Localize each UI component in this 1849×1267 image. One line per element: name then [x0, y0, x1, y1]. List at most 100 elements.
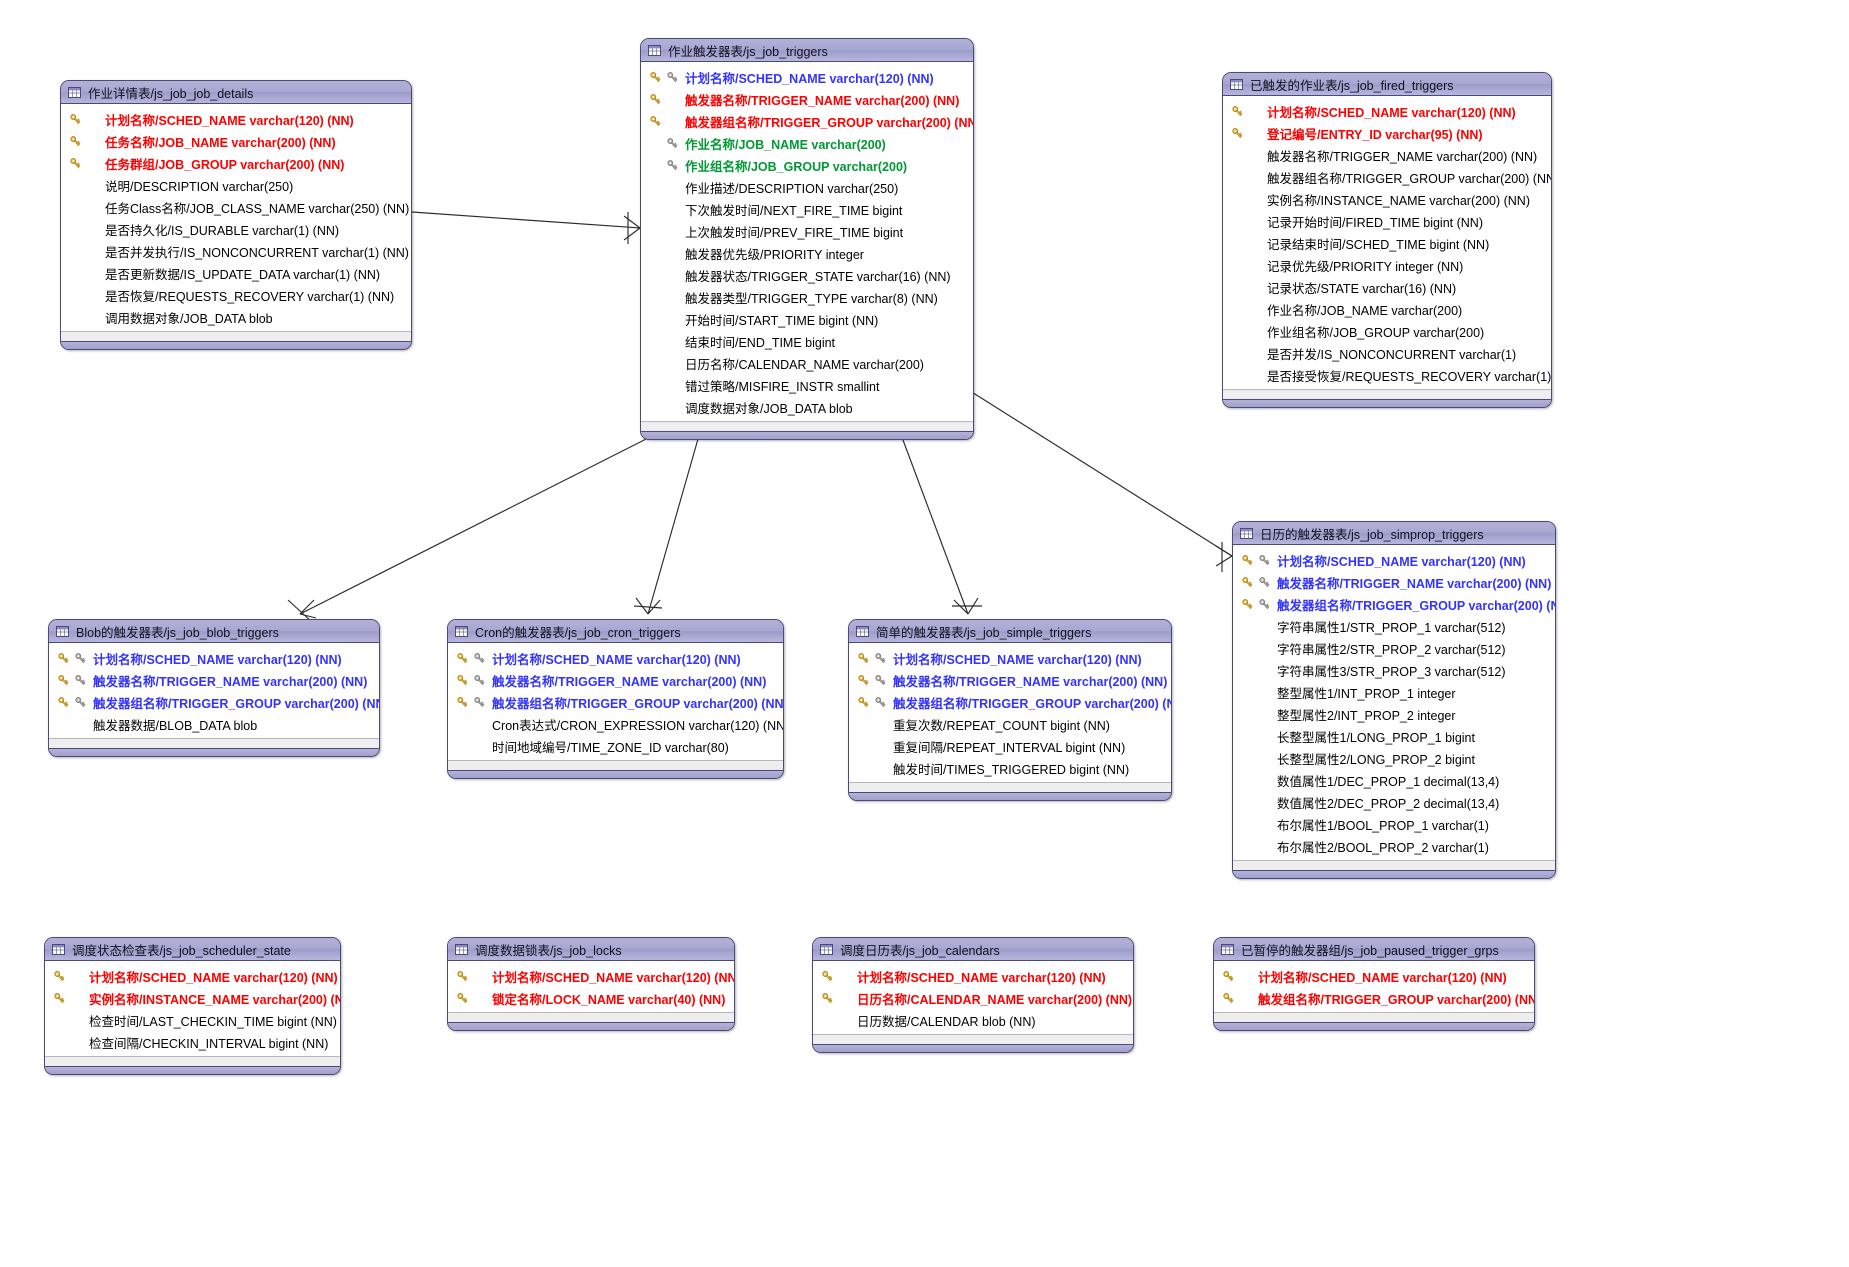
entity-js_job_triggers[interactable]: 作业触发器表/js_job_triggers 计划名称/SCHED_NAME va… [640, 38, 974, 440]
attribute-row[interactable]: 触发器名称/TRIGGER_NAME varchar(200) (NN) [641, 88, 973, 110]
attribute-row[interactable]: 作业组名称/JOB_GROUP varchar(200) [641, 154, 973, 176]
attribute-row[interactable]: 下次触发时间/NEXT_FIRE_TIME bigint [641, 198, 973, 220]
attribute-row[interactable]: 作业组名称/JOB_GROUP varchar(200) [1223, 320, 1551, 342]
attribute-row[interactable]: 字符串属性1/STR_PROP_1 varchar(512) [1233, 615, 1555, 637]
attribute-row[interactable]: 触发组名称/TRIGGER_GROUP varchar(200) (NN) [1214, 987, 1534, 1009]
attribute-row[interactable]: 整型属性2/INT_PROP_2 integer [1233, 703, 1555, 725]
attribute-row[interactable]: 计划名称/SCHED_NAME varchar(120) (NN) [448, 965, 734, 987]
attribute-row[interactable]: 计划名称/SCHED_NAME varchar(120) (NN) [849, 647, 1171, 669]
attribute-row[interactable]: 日历名称/CALENDAR_NAME varchar(200) (NN) [813, 987, 1133, 1009]
attribute-row[interactable]: 时间地域编号/TIME_ZONE_ID varchar(80) [448, 735, 783, 757]
attribute-row[interactable]: 记录优先级/PRIORITY integer (NN) [1223, 254, 1551, 276]
entity-js_job_cron_triggers[interactable]: Cron的触发器表/js_job_cron_triggers 计划名称/SCHED… [447, 619, 784, 779]
attribute-row[interactable]: 重复间隔/REPEAT_INTERVAL bigint (NN) [849, 735, 1171, 757]
attribute-row[interactable]: 重复次数/REPEAT_COUNT bigint (NN) [849, 713, 1171, 735]
attribute-row[interactable]: 任务名称/JOB_NAME varchar(200) (NN) [61, 130, 411, 152]
attribute-row[interactable]: 登记编号/ENTRY_ID varchar(95) (NN) [1223, 122, 1551, 144]
attribute-row[interactable]: 数值属性2/DEC_PROP_2 decimal(13,4) [1233, 791, 1555, 813]
entity-header-js_job_scheduler_state[interactable]: 调度状态检查表/js_job_scheduler_state [45, 938, 340, 961]
attribute-row[interactable]: 触发器组名称/TRIGGER_GROUP varchar(200) (NN) [641, 110, 973, 132]
attribute-row[interactable]: 计划名称/SCHED_NAME varchar(120) (NN) [45, 965, 340, 987]
attribute-row[interactable]: 是否接受恢复/REQUESTS_RECOVERY varchar(1) [1223, 364, 1551, 386]
attribute-row[interactable]: 调用数据对象/JOB_DATA blob [61, 306, 411, 328]
entity-js_job_calendars[interactable]: 调度日历表/js_job_calendars 计划名称/SCHED_NAME va… [812, 937, 1134, 1053]
attribute-row[interactable]: 上次触发时间/PREV_FIRE_TIME bigint [641, 220, 973, 242]
attribute-row[interactable]: 日历名称/CALENDAR_NAME varchar(200) [641, 352, 973, 374]
attribute-row[interactable]: 作业描述/DESCRIPTION varchar(250) [641, 176, 973, 198]
attribute-row[interactable]: 错过策略/MISFIRE_INSTR smallint [641, 374, 973, 396]
attribute-row[interactable]: 是否恢复/REQUESTS_RECOVERY varchar(1) (NN) [61, 284, 411, 306]
attribute-row[interactable]: 触发器名称/TRIGGER_NAME varchar(200) (NN) [1223, 144, 1551, 166]
attribute-row[interactable]: 记录开始时间/FIRED_TIME bigint (NN) [1223, 210, 1551, 232]
attribute-row[interactable]: 触发器数据/BLOB_DATA blob [49, 713, 379, 735]
attribute-row[interactable]: 记录状态/STATE varchar(16) (NN) [1223, 276, 1551, 298]
attribute-row[interactable]: 计划名称/SCHED_NAME varchar(120) (NN) [1214, 965, 1534, 987]
attribute-row[interactable]: 检查时间/LAST_CHECKIN_TIME bigint (NN) [45, 1009, 340, 1031]
attribute-row[interactable]: 说明/DESCRIPTION varchar(250) [61, 174, 411, 196]
attribute-row[interactable]: 布尔属性1/BOOL_PROP_1 varchar(1) [1233, 813, 1555, 835]
attribute-row[interactable]: 开始时间/START_TIME bigint (NN) [641, 308, 973, 330]
attribute-row[interactable]: 计划名称/SCHED_NAME varchar(120) (NN) [813, 965, 1133, 987]
attribute-row[interactable]: 触发器组名称/TRIGGER_GROUP varchar(200) (NN) [849, 691, 1171, 713]
attribute-row[interactable]: 实例名称/INSTANCE_NAME varchar(200) (NN) [45, 987, 340, 1009]
attribute-row[interactable]: 作业名称/JOB_NAME varchar(200) [1223, 298, 1551, 320]
attribute-row[interactable]: 计划名称/SCHED_NAME varchar(120) (NN) [1223, 100, 1551, 122]
entity-header-js_job_triggers[interactable]: 作业触发器表/js_job_triggers [641, 39, 973, 62]
entity-header-js_job_fired_triggers[interactable]: 已触发的作业表/js_job_fired_triggers [1223, 73, 1551, 96]
attribute-row[interactable]: 触发器类型/TRIGGER_TYPE varchar(8) (NN) [641, 286, 973, 308]
attribute-row[interactable]: 是否更新数据/IS_UPDATE_DATA varchar(1) (NN) [61, 262, 411, 284]
attribute-row[interactable]: 触发器名称/TRIGGER_NAME varchar(200) (NN) [448, 669, 783, 691]
entity-header-js_job_calendars[interactable]: 调度日历表/js_job_calendars [813, 938, 1133, 961]
attribute-row[interactable]: 触发时间/TIMES_TRIGGERED bigint (NN) [849, 757, 1171, 779]
entity-js_job_simprop_triggers[interactable]: 日历的触发器表/js_job_simprop_triggers 计划名称/SCHE… [1232, 521, 1556, 879]
attribute-row[interactable]: Cron表达式/CRON_EXPRESSION varchar(120) (NN… [448, 713, 783, 735]
attribute-row[interactable]: 触发器优先级/PRIORITY integer [641, 242, 973, 264]
attribute-row[interactable]: 计划名称/SCHED_NAME varchar(120) (NN) [61, 108, 411, 130]
attribute-row[interactable]: 计划名称/SCHED_NAME varchar(120) (NN) [448, 647, 783, 669]
attribute-row[interactable]: 数值属性1/DEC_PROP_1 decimal(13,4) [1233, 769, 1555, 791]
entity-js_job_fired_triggers[interactable]: 已触发的作业表/js_job_fired_triggers 计划名称/SCHED_… [1222, 72, 1552, 408]
attribute-row[interactable]: 触发器组名称/TRIGGER_GROUP varchar(200) (NN) [49, 691, 379, 713]
attribute-row[interactable]: 任务Class名称/JOB_CLASS_NAME varchar(250) (N… [61, 196, 411, 218]
entity-js_job_blob_triggers[interactable]: Blob的触发器表/js_job_blob_triggers 计划名称/SCHED… [48, 619, 380, 757]
attribute-row[interactable]: 日历数据/CALENDAR blob (NN) [813, 1009, 1133, 1031]
entity-header-js_job_simple_triggers[interactable]: 简单的触发器表/js_job_simple_triggers [849, 620, 1171, 643]
entity-header-js_job_blob_triggers[interactable]: Blob的触发器表/js_job_blob_triggers [49, 620, 379, 643]
attribute-row[interactable]: 实例名称/INSTANCE_NAME varchar(200) (NN) [1223, 188, 1551, 210]
attribute-row[interactable]: 记录结束时间/SCHED_TIME bigint (NN) [1223, 232, 1551, 254]
attribute-row[interactable]: 触发器组名称/TRIGGER_GROUP varchar(200) (NN) [1233, 593, 1555, 615]
attribute-row[interactable]: 计划名称/SCHED_NAME varchar(120) (NN) [641, 66, 973, 88]
entity-js_job_job_details[interactable]: 作业详情表/js_job_job_details 计划名称/SCHED_NAME … [60, 80, 412, 350]
attribute-row[interactable]: 字符串属性2/STR_PROP_2 varchar(512) [1233, 637, 1555, 659]
attribute-row[interactable]: 长整型属性2/LONG_PROP_2 bigint [1233, 747, 1555, 769]
entity-js_job_locks[interactable]: 调度数据锁表/js_job_locks 计划名称/SCHED_NAME varch… [447, 937, 735, 1031]
entity-header-js_job_locks[interactable]: 调度数据锁表/js_job_locks [448, 938, 734, 961]
entity-header-js_job_paused_trigger_grps[interactable]: 已暂停的触发器组/js_job_paused_trigger_grps [1214, 938, 1534, 961]
attribute-row[interactable]: 触发器组名称/TRIGGER_GROUP varchar(200) (NN) [1223, 166, 1551, 188]
attribute-row[interactable]: 长整型属性1/LONG_PROP_1 bigint [1233, 725, 1555, 747]
attribute-row[interactable]: 触发器状态/TRIGGER_STATE varchar(16) (NN) [641, 264, 973, 286]
attribute-row[interactable]: 锁定名称/LOCK_NAME varchar(40) (NN) [448, 987, 734, 1009]
entity-js_job_simple_triggers[interactable]: 简单的触发器表/js_job_simple_triggers 计划名称/SCHED… [848, 619, 1172, 801]
attribute-row[interactable]: 任务群组/JOB_GROUP varchar(200) (NN) [61, 152, 411, 174]
attribute-row[interactable]: 触发器名称/TRIGGER_NAME varchar(200) (NN) [1233, 571, 1555, 593]
attribute-row[interactable]: 整型属性1/INT_PROP_1 integer [1233, 681, 1555, 703]
entity-header-js_job_simprop_triggers[interactable]: 日历的触发器表/js_job_simprop_triggers [1233, 522, 1555, 545]
attribute-row[interactable]: 计划名称/SCHED_NAME varchar(120) (NN) [49, 647, 379, 669]
entity-js_job_paused_trigger_grps[interactable]: 已暂停的触发器组/js_job_paused_trigger_grps 计划名称/… [1213, 937, 1535, 1031]
entity-header-js_job_cron_triggers[interactable]: Cron的触发器表/js_job_cron_triggers [448, 620, 783, 643]
attribute-row[interactable]: 布尔属性2/BOOL_PROP_2 varchar(1) [1233, 835, 1555, 857]
attribute-row[interactable]: 计划名称/SCHED_NAME varchar(120) (NN) [1233, 549, 1555, 571]
attribute-row[interactable]: 字符串属性3/STR_PROP_3 varchar(512) [1233, 659, 1555, 681]
attribute-row[interactable]: 检查间隔/CHECKIN_INTERVAL bigint (NN) [45, 1031, 340, 1053]
entity-header-js_job_job_details[interactable]: 作业详情表/js_job_job_details [61, 81, 411, 104]
attribute-row[interactable]: 触发器组名称/TRIGGER_GROUP varchar(200) (NN) [448, 691, 783, 713]
attribute-row[interactable]: 是否持久化/IS_DURABLE varchar(1) (NN) [61, 218, 411, 240]
entity-js_job_scheduler_state[interactable]: 调度状态检查表/js_job_scheduler_state 计划名称/SCHED… [44, 937, 341, 1075]
attribute-row[interactable]: 是否并发/IS_NONCONCURRENT varchar(1) [1223, 342, 1551, 364]
attribute-row[interactable]: 调度数据对象/JOB_DATA blob [641, 396, 973, 418]
attribute-row[interactable]: 触发器名称/TRIGGER_NAME varchar(200) (NN) [849, 669, 1171, 691]
attribute-row[interactable]: 触发器名称/TRIGGER_NAME varchar(200) (NN) [49, 669, 379, 691]
attribute-row[interactable]: 结束时间/END_TIME bigint [641, 330, 973, 352]
attribute-row[interactable]: 是否并发执行/IS_NONCONCURRENT varchar(1) (NN) [61, 240, 411, 262]
